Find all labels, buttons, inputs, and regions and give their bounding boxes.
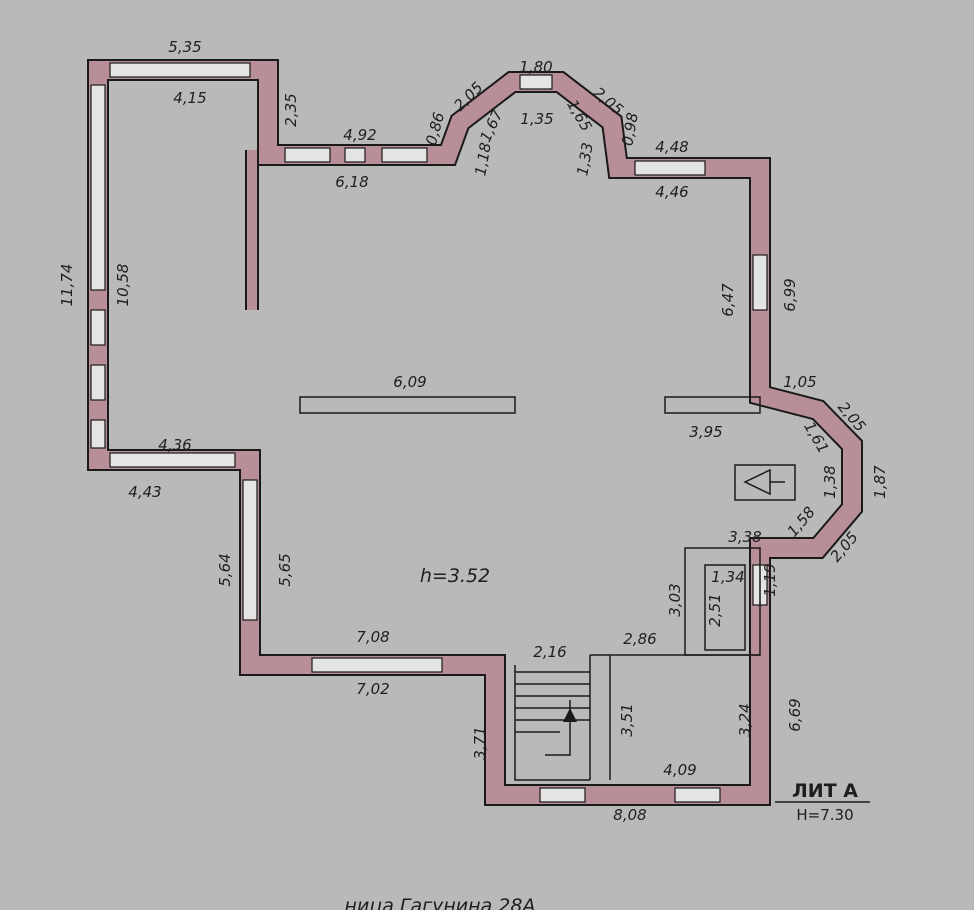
dimension-label: 5,35 [168,38,201,56]
dimension-label: 5,65 [276,553,294,586]
dimension-label: 6,69 [786,698,804,731]
dimension-label: 1,18 [471,141,495,177]
dimension-labels: 5,35 4,15 2,35 4,92 6,18 0,86 2,05 1,80 … [58,38,889,824]
dimension-label: 3,38 [728,528,761,546]
dimension-label: 6,18 [335,173,368,191]
dimension-label: 4,43 [128,483,161,501]
stairs [515,671,590,756]
dimension-label: 1,33 [573,141,597,177]
partitions [299,396,870,803]
address-label: ница Гагунина 28А [345,895,536,910]
dimension-label: 3,95 [689,423,722,441]
dimension-label: 1,38 [821,465,839,498]
entrance-arrow-icon [743,468,785,496]
dimension-label: 1,58 [784,503,819,540]
dimension-label: 2,35 [282,93,300,126]
dimension-label: 6,09 [393,373,426,391]
exterior-walls [87,59,863,806]
dimension-label: 6,99 [781,278,799,311]
dimension-label: 1,35 [520,110,553,128]
dimension-label: 4,92 [343,126,376,144]
dimension-label: 2,86 [623,630,656,648]
dimension-label: 7,08 [356,628,389,646]
dimension-label: 3,03 [666,583,684,616]
dimension-label: 4,15 [173,89,206,107]
dimension-label: 5,64 [216,553,234,586]
stair-arrow-icon [563,708,577,722]
entrance-step [734,464,796,501]
dimension-label: 1,05 [783,373,816,391]
dimension-label: 3,71 [471,726,489,759]
dimension-label: 4,48 [655,138,688,156]
dimension-label: 0,98 [618,111,642,147]
dimension-label: 6,47 [719,283,737,317]
dimension-label: 3,51 [618,703,636,736]
building-height-label: Н=7.30 [796,806,853,824]
dimension-label: 11,74 [58,264,76,307]
dimension-label: h=3.52 [420,565,490,587]
dimension-label: 8,08 [613,806,646,824]
dimension-label: 3,24 [736,703,754,736]
dimension-label: 2,51 [706,593,724,626]
dimension-label: 4,36 [158,436,191,454]
windows [90,62,768,803]
dimension-label: 1,34 [711,568,744,586]
dimension-label: 1,19 [761,563,779,596]
lit-label: ЛИТ А [792,780,858,802]
dimension-label: 4,46 [655,183,688,201]
dimension-label: 1,87 [871,465,889,499]
dimension-label: 2,16 [533,643,566,661]
dimension-label: 4,09 [663,761,696,779]
dimension-label: 10,58 [114,264,132,307]
dimension-label: 7,02 [356,680,389,698]
dimension-label: 1,80 [519,58,552,76]
